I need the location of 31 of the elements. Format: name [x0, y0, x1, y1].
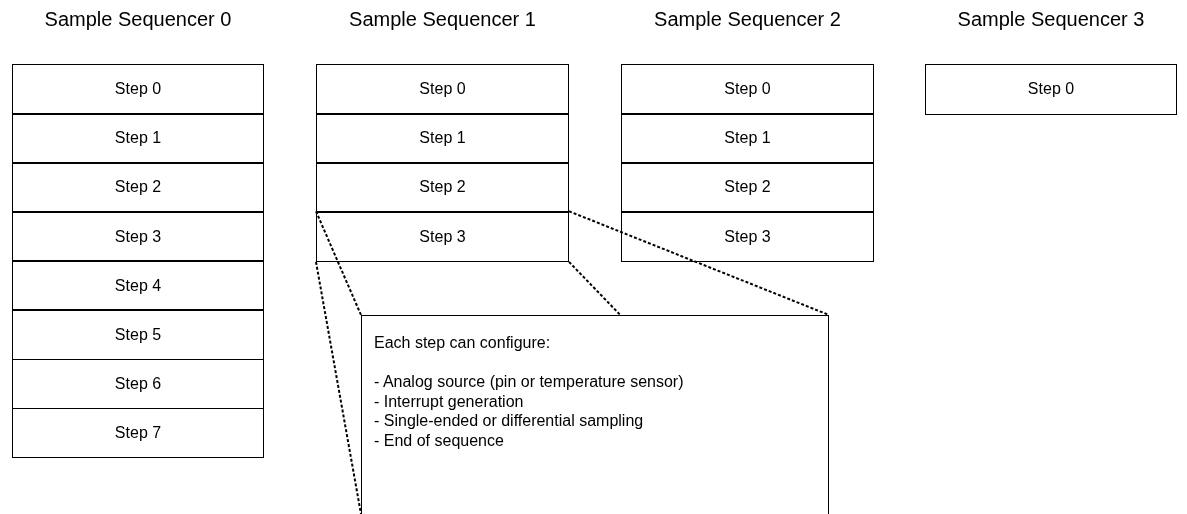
dashed-leader-line [315, 260, 362, 514]
callout-text: - Single-ended or differential sampling [374, 411, 645, 431]
sequencer-heading: Sample Sequencer 3 [956, 8, 1146, 32]
step-box: Step 0 [925, 64, 1177, 115]
step-box: Step 5 [12, 309, 264, 361]
step-box: Step 7 [12, 407, 264, 459]
step-box: Step 3 [621, 211, 874, 262]
sequencer-heading: Sample Sequencer 1 [348, 8, 537, 32]
step-box: Step 2 [12, 162, 264, 213]
step-box: Step 4 [12, 260, 264, 311]
step-box: Step 1 [12, 113, 264, 164]
callout-text: Each step can configure: [374, 333, 552, 353]
step-box: Step 0 [12, 64, 264, 115]
dashed-leader-line [568, 210, 830, 316]
step-box: Step 1 [316, 113, 569, 164]
callout-box [361, 315, 829, 514]
callout-text: - End of sequence [374, 430, 505, 450]
callout-text: - Interrupt generation [374, 391, 525, 411]
step-box: Step 0 [621, 64, 874, 115]
step-box: Step 3 [12, 211, 264, 262]
dashed-leader-line [315, 210, 362, 316]
step-box: Step 2 [621, 162, 874, 213]
sequencer-heading: Sample Sequencer 2 [653, 8, 842, 32]
step-box: Step 3 [316, 211, 569, 262]
dashed-leader-line [568, 260, 622, 316]
step-box: Step 0 [316, 64, 569, 115]
step-box: Step 2 [316, 162, 569, 213]
sequencer-heading: Sample Sequencer 0 [43, 8, 233, 32]
step-box: Step 1 [621, 113, 874, 164]
step-box: Step 6 [12, 358, 264, 410]
callout-text: - Analog source (pin or temperature sensor) [374, 372, 685, 392]
